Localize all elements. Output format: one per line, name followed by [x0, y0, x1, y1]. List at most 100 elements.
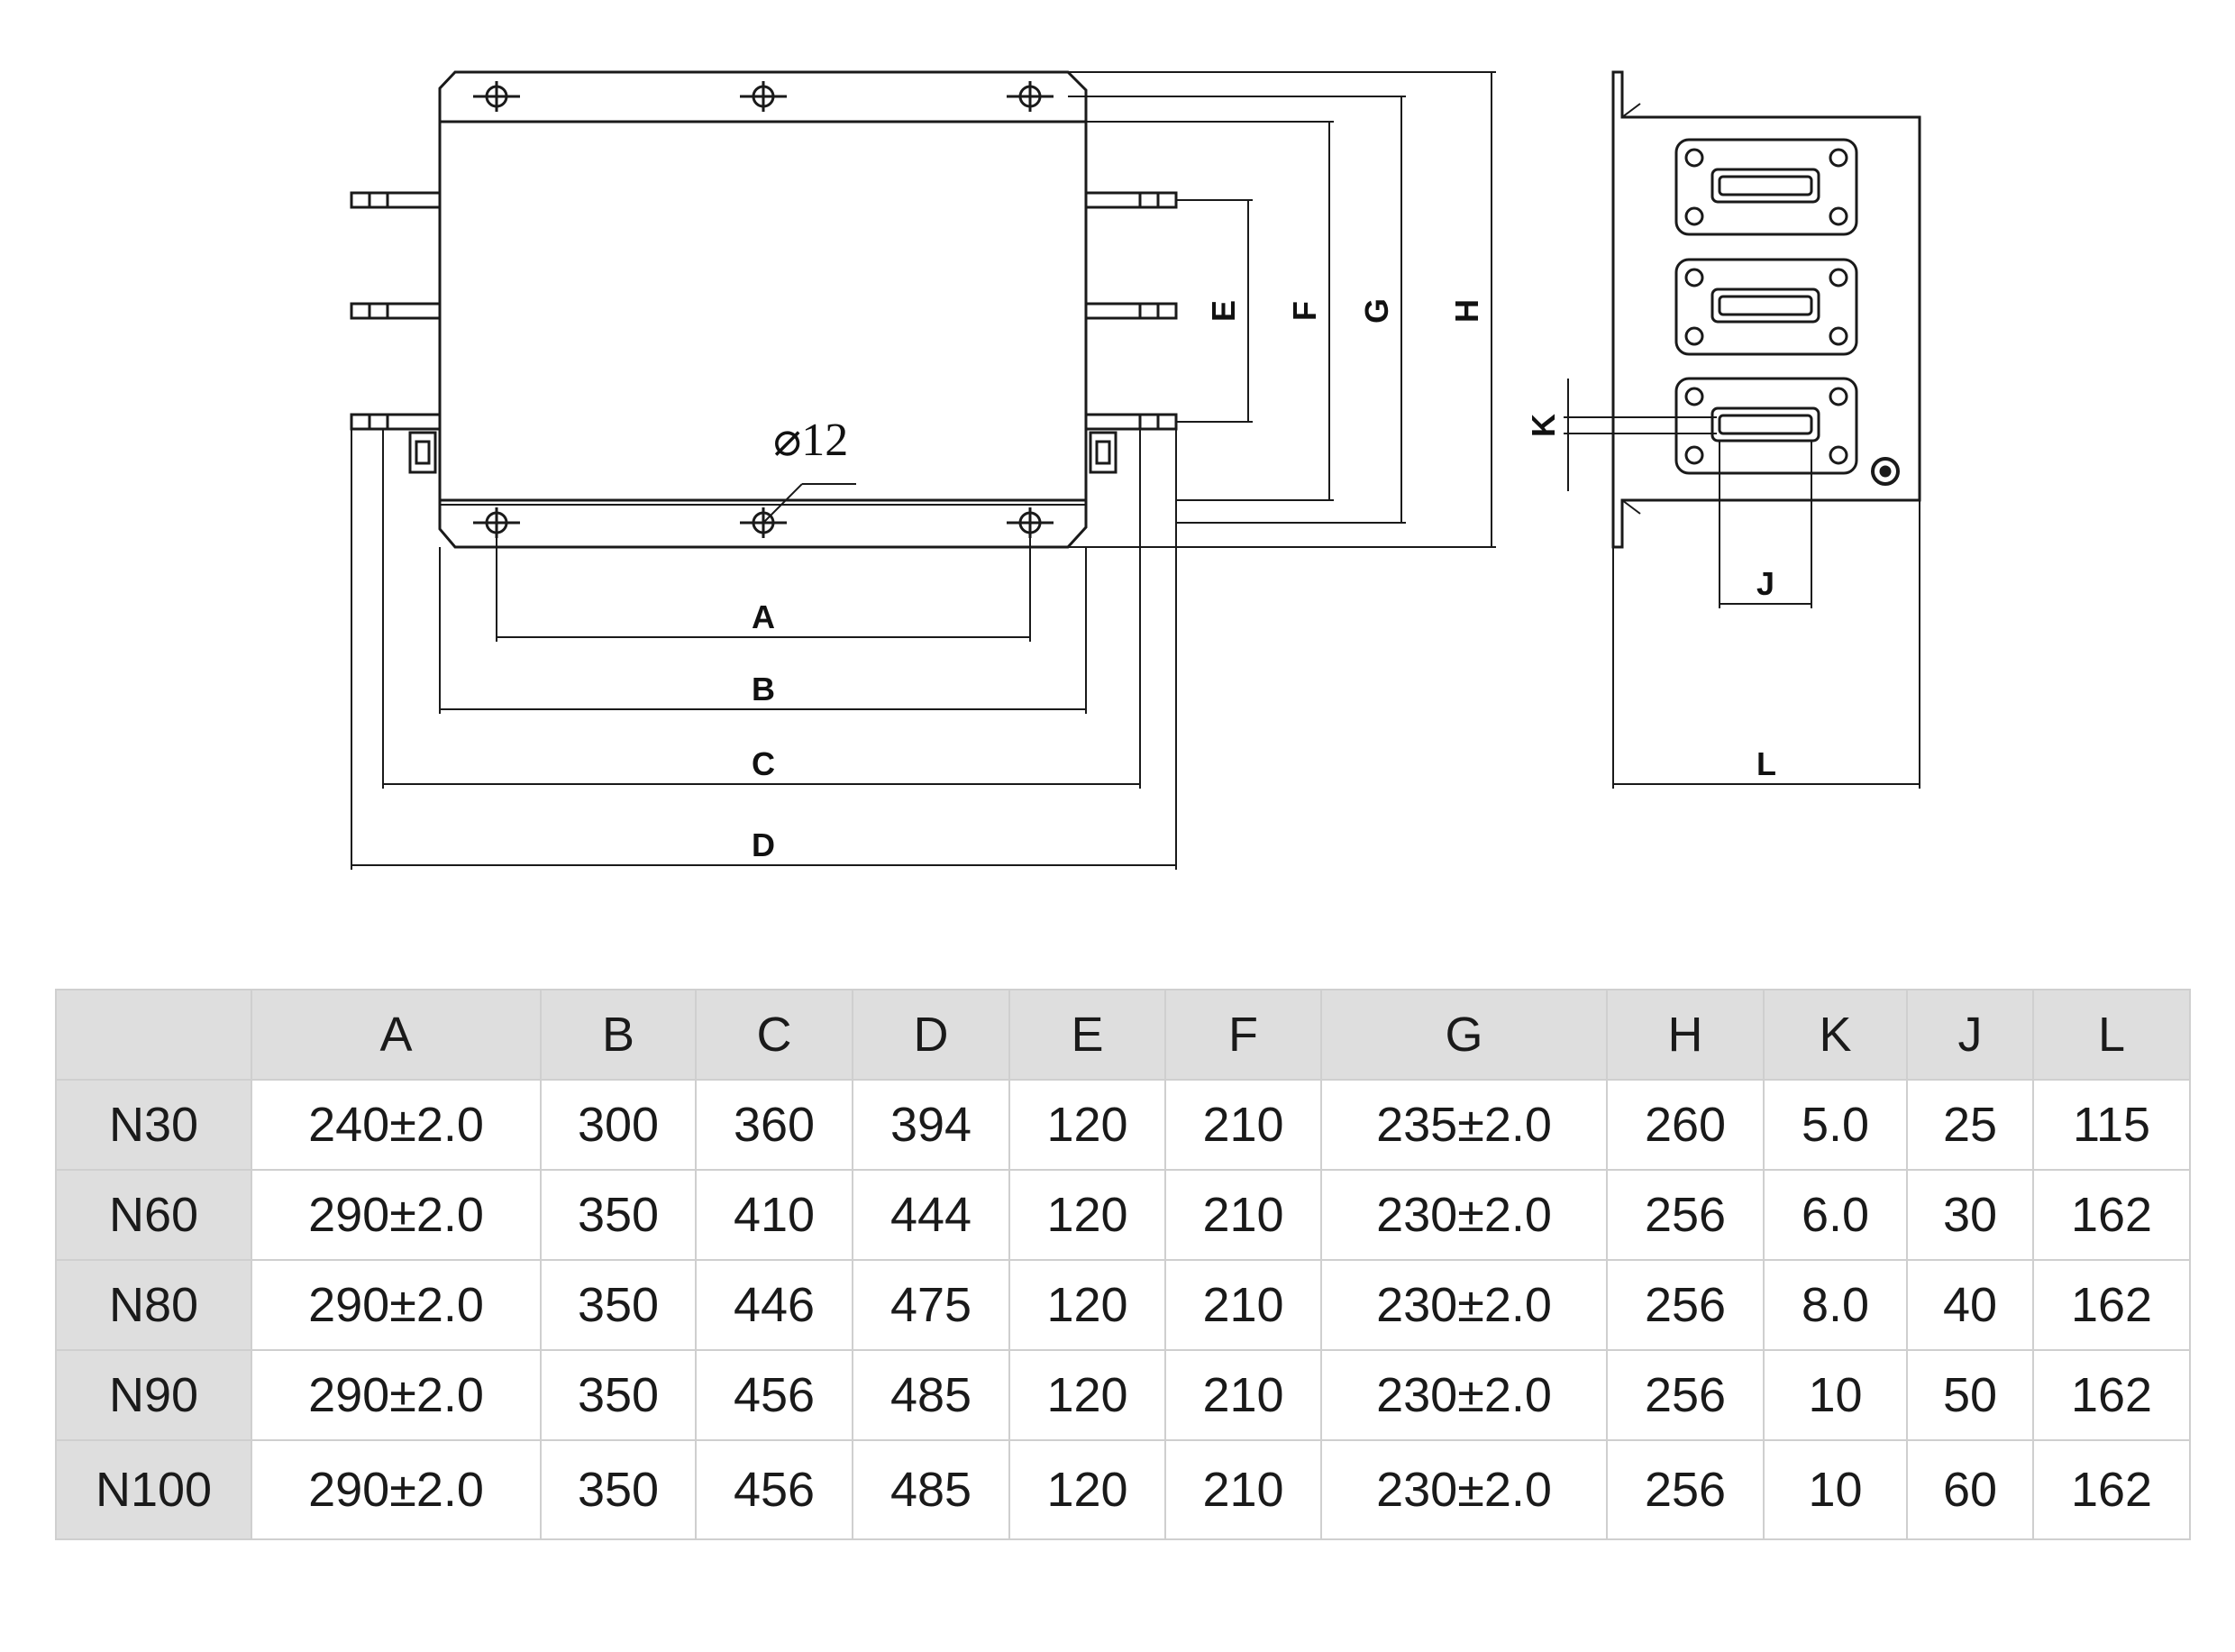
table-cell: 210: [1164, 1439, 1322, 1540]
k-dimension: [1564, 379, 1717, 491]
table-cell: 485: [852, 1349, 1010, 1441]
header-cell: B: [540, 989, 697, 1081]
table-cell: 290±2.0: [251, 1349, 542, 1441]
header-cell: J: [1906, 989, 2034, 1081]
table-cell: 256: [1606, 1349, 1765, 1441]
table-cell: 350: [540, 1259, 697, 1351]
table-cell: 410: [695, 1169, 853, 1261]
model-cell: N30: [55, 1079, 252, 1171]
vertical-dimensions: [1068, 71, 1496, 548]
table-cell: 290±2.0: [251, 1259, 542, 1351]
table-cell: 456: [695, 1349, 853, 1441]
table-cell: 120: [1008, 1079, 1166, 1171]
table-cell: 60: [1906, 1439, 2034, 1540]
table-cell: 456: [695, 1439, 853, 1540]
model-cell: N60: [55, 1169, 252, 1261]
header-cell: A: [251, 989, 542, 1081]
table-cell: 260: [1606, 1079, 1765, 1171]
connector-middle: [1674, 258, 1858, 356]
table-cell: 120: [1008, 1439, 1166, 1540]
table-cell: 10: [1763, 1439, 1908, 1540]
header-cell: D: [852, 989, 1010, 1081]
table-cell: 350: [540, 1349, 697, 1441]
table-cell: 446: [695, 1259, 853, 1351]
table-cell: 210: [1164, 1259, 1322, 1351]
dim-label-e: E: [1205, 300, 1242, 322]
table-cell: 120: [1008, 1169, 1166, 1261]
table-cell: 475: [852, 1259, 1010, 1351]
j-dimension: [1719, 442, 1812, 608]
table-cell: 230±2.0: [1320, 1439, 1608, 1540]
front-view: [350, 70, 1496, 870]
side-view: [1564, 70, 1921, 789]
l-dimension: [1612, 500, 1920, 789]
table-row: N80 290±2.0 350 446 475 120 210 230±2.0 …: [55, 1259, 2191, 1351]
filter-body: [438, 120, 1088, 502]
table-cell: 120: [1008, 1259, 1166, 1351]
header-cell: F: [1164, 989, 1322, 1081]
connector-top: [1674, 138, 1858, 236]
dim-label-g: G: [1358, 298, 1395, 324]
table-cell: 162: [2032, 1259, 2191, 1351]
header-cell: H: [1606, 989, 1765, 1081]
table-cell: 162: [2032, 1349, 2191, 1441]
dim-label-j: J: [1756, 565, 1774, 602]
connector-bottom: [1674, 377, 1858, 475]
table-cell: 6.0: [1763, 1169, 1908, 1261]
table-cell: 235±2.0: [1320, 1079, 1608, 1171]
table-cell: 300: [540, 1079, 697, 1171]
table-cell: 30: [1906, 1169, 2034, 1261]
header-cell: G: [1320, 989, 1608, 1081]
table-row: N100 290±2.0 350 456 485 120 210 230±2.0…: [55, 1439, 2191, 1540]
table-cell: 8.0: [1763, 1259, 1908, 1351]
header-cell-corner: [55, 989, 252, 1081]
mounting-holes: [473, 81, 1054, 538]
dim-label-l: L: [1756, 745, 1776, 782]
table-cell: 394: [852, 1079, 1010, 1171]
table-cell: 50: [1906, 1349, 2034, 1441]
dimension-table: A B C D E F G H K J L N30 240±2.0 300 36…: [55, 989, 2191, 1540]
table-cell: 240±2.0: [251, 1079, 542, 1171]
table-cell: 256: [1606, 1259, 1765, 1351]
table-cell: 115: [2032, 1079, 2191, 1171]
table-cell: 5.0: [1763, 1079, 1908, 1171]
horizontal-dimensions: [351, 536, 1176, 866]
table-cell: 162: [2032, 1439, 2191, 1540]
table-cell: 230±2.0: [1320, 1259, 1608, 1351]
table-cell: 210: [1164, 1349, 1322, 1441]
dim-label-b: B: [752, 671, 775, 707]
hole-leader: [762, 483, 803, 524]
table-cell: 444: [852, 1169, 1010, 1261]
table-cell: 230±2.0: [1320, 1349, 1608, 1441]
table-cell: 350: [540, 1439, 697, 1540]
table-row: N60 290±2.0 350 410 444 120 210 230±2.0 …: [55, 1169, 2191, 1261]
model-cell: N80: [55, 1259, 252, 1351]
table-cell: 290±2.0: [251, 1439, 542, 1540]
table-cell: 40: [1906, 1259, 2034, 1351]
table-cell: 485: [852, 1439, 1010, 1540]
table-cell: 360: [695, 1079, 853, 1171]
table-row: N90 290±2.0 350 456 485 120 210 230±2.0 …: [55, 1349, 2191, 1441]
left-terminals: [350, 191, 442, 474]
table-cell: 10: [1763, 1349, 1908, 1441]
dim-label-c: C: [752, 745, 775, 782]
table-cell: 25: [1906, 1079, 2034, 1171]
table-cell: 230±2.0: [1320, 1169, 1608, 1261]
table-cell: 120: [1008, 1349, 1166, 1441]
dim-label-h: H: [1448, 299, 1485, 323]
table-row: N30 240±2.0 300 360 394 120 210 235±2.0 …: [55, 1079, 2191, 1171]
right-terminals: [1084, 191, 1178, 474]
model-cell: N90: [55, 1349, 252, 1441]
header-cell: C: [695, 989, 853, 1081]
header-cell: K: [1763, 989, 1908, 1081]
dim-label-a: A: [752, 598, 775, 635]
table-cell: 210: [1164, 1169, 1322, 1261]
table-cell: 290±2.0: [251, 1169, 542, 1261]
header-cell: L: [2032, 989, 2191, 1081]
table-cell: 210: [1164, 1079, 1322, 1171]
table-cell: 256: [1606, 1439, 1765, 1540]
header-cell: E: [1008, 989, 1166, 1081]
dim-label-d: D: [752, 826, 775, 863]
table-cell: 350: [540, 1169, 697, 1261]
